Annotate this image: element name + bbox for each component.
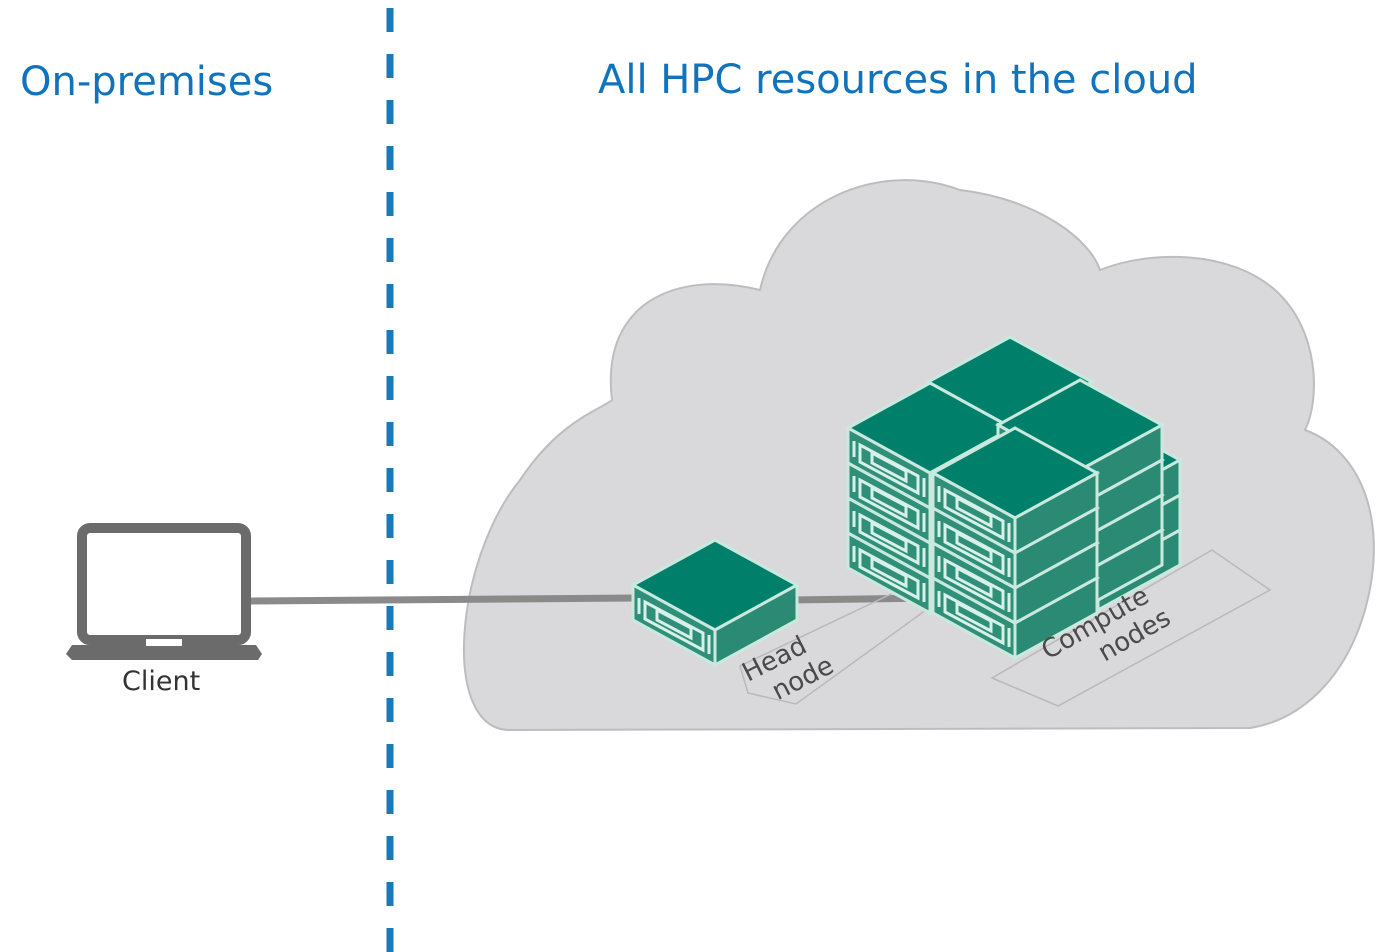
on-premises-heading: On-premises — [20, 59, 273, 105]
client-connection — [247, 594, 641, 605]
laptop-icon — [66, 523, 262, 660]
client-label: Client — [122, 666, 200, 697]
cloud-heading: All HPC resources in the cloud — [598, 57, 1198, 103]
compute-nodes-label-plate — [990, 549, 1272, 707]
